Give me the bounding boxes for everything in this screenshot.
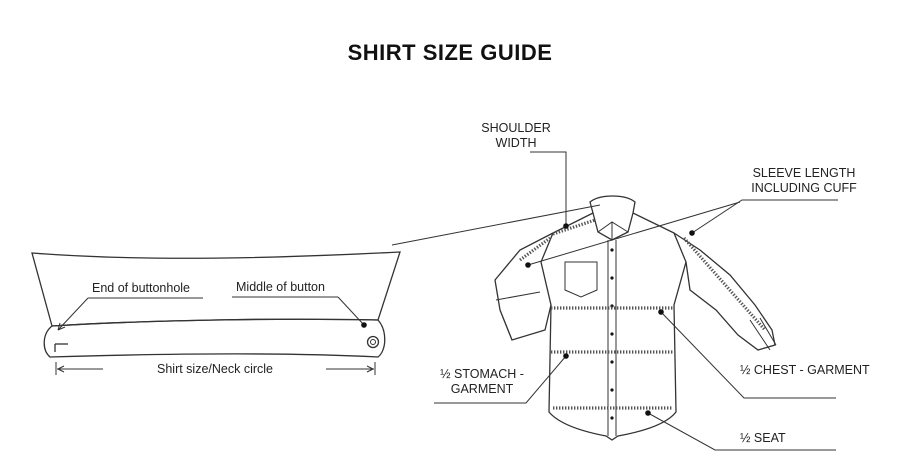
sleeve-length-annotation: SLEEVE LENGTH INCLUDING CUFF — [525, 166, 857, 268]
sleeve-length-label-line2: INCLUDING CUFF — [751, 181, 857, 195]
half-stomach-label-line1: ½ STOMACH - — [440, 367, 524, 381]
neck-circle-annotation: Shirt size/Neck circle — [55, 362, 376, 376]
shoulder-width-label-line1: SHOULDER — [481, 121, 550, 135]
shirt-drawing — [494, 195, 777, 441]
end-of-buttonhole-label: End of buttonhole — [92, 281, 190, 295]
end-of-buttonhole-annotation: End of buttonhole — [57, 281, 203, 331]
sleeve-length-label-line1: SLEEVE LENGTH — [753, 166, 856, 180]
half-seat-annotation: ½ SEAT — [645, 410, 836, 451]
shoulder-width-annotation: SHOULDER WIDTH — [481, 121, 569, 229]
half-stomach-annotation: ½ STOMACH - GARMENT — [434, 353, 569, 404]
half-chest-label: ½ CHEST - GARMENT — [740, 363, 870, 377]
page-title: SHIRT SIZE GUIDE — [347, 40, 553, 65]
middle-of-button-annotation: Middle of button — [232, 280, 367, 328]
half-chest-annotation: ½ CHEST - GARMENT — [658, 309, 870, 399]
shoulder-width-label-line2: WIDTH — [496, 136, 537, 150]
neck-circle-label: Shirt size/Neck circle — [157, 362, 273, 376]
half-seat-label: ½ SEAT — [740, 431, 786, 445]
middle-of-button-label: Middle of button — [236, 280, 325, 294]
collar-drawing — [31, 204, 601, 358]
half-stomach-label-line2: GARMENT — [451, 382, 514, 396]
